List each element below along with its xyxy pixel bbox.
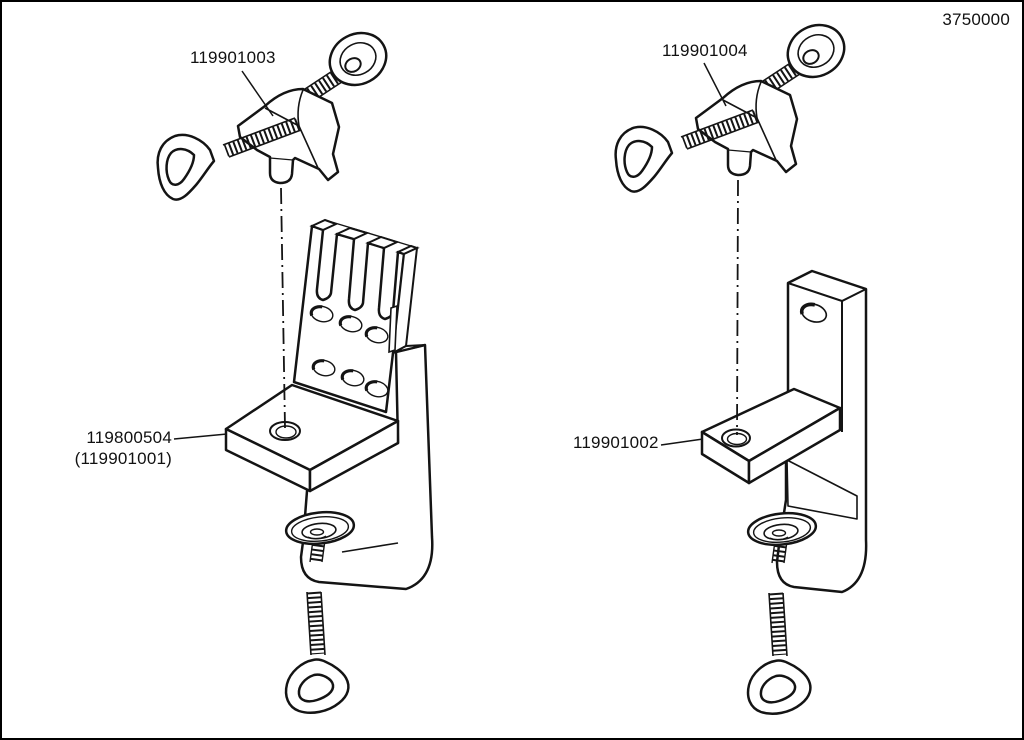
right-assembly-drawing	[616, 15, 868, 713]
part-label-left-bracket-primary: 119800504	[86, 428, 172, 447]
part-label-left-clamp-head: 119901003	[190, 48, 276, 67]
left-assembly-drawing	[158, 23, 434, 712]
part-label-left-bracket-alt: (119901001)	[74, 449, 172, 468]
part-label-left-bracket: 119800504 (119901001)	[60, 427, 172, 469]
part-label-right-clamp-head: 119901004	[662, 41, 748, 60]
part-label-right-bracket: 119901002	[573, 433, 659, 452]
document-number: 3750000	[942, 10, 1010, 29]
